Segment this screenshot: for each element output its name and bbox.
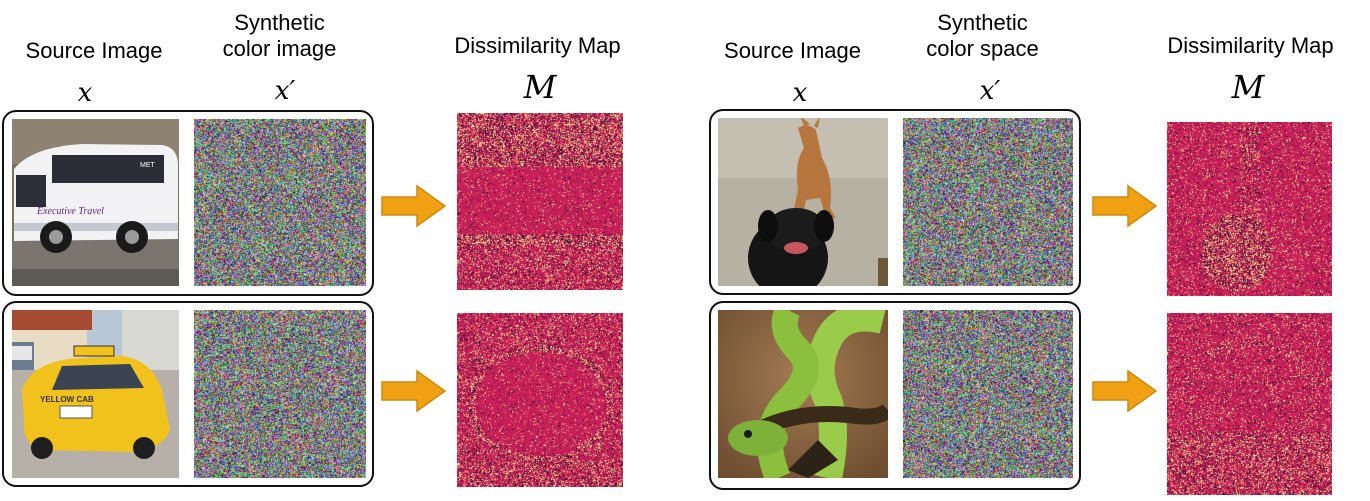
right-source-symbol: x <box>792 78 808 108</box>
right-synthetic-header: Synthetic color space <box>926 10 1039 61</box>
taxi-photo: YELLOW CAB <box>12 310 179 478</box>
left-source-symbol: x <box>77 78 93 108</box>
left-row2-dissimilarity-map <box>457 313 623 487</box>
svg-text:YELLOW CAB: YELLOW CAB <box>40 395 94 404</box>
svg-text:MET: MET <box>140 162 156 169</box>
right-dissimilarity-symbol: M <box>1231 68 1265 106</box>
right-row1-dissimilarity-map <box>1167 122 1332 296</box>
left-dissimilarity-header: Dissimilarity Map <box>454 33 621 58</box>
dogs-photo <box>718 118 888 286</box>
bus-photo: Executive Travel MET <box>12 119 179 286</box>
left-source-header: Source Image <box>25 38 163 63</box>
right-arrow-icon <box>1092 369 1158 413</box>
right-source-header: Source Image <box>724 38 861 63</box>
left-synthetic-symbol: x′ <box>274 76 296 106</box>
right-row2-dissimilarity-map <box>1167 313 1332 495</box>
left-row1-synthetic-noise <box>194 119 366 286</box>
right-arrow-icon <box>1092 184 1158 228</box>
left-row2-synthetic-noise <box>194 310 366 478</box>
left-dissimilarity-symbol: M <box>523 68 557 106</box>
svg-text:Executive Travel: Executive Travel <box>36 206 104 217</box>
right-row1-box <box>709 109 1081 295</box>
right-row2-synthetic-noise <box>903 310 1073 478</box>
right-arrow-icon <box>381 184 447 228</box>
snake-photo <box>718 310 888 478</box>
left-row2-box <box>2 301 374 487</box>
left-row1-box <box>2 110 374 296</box>
left-synthetic-header: Synthetic color image <box>222 10 337 61</box>
right-row2-box <box>709 301 1081 490</box>
right-row1-synthetic-noise <box>903 118 1073 286</box>
right-synthetic-symbol: x′ <box>979 76 1001 106</box>
right-dissimilarity-header: Dissimilarity Map <box>1167 33 1334 58</box>
right-arrow-icon <box>381 369 447 413</box>
left-row1-dissimilarity-map <box>457 113 623 290</box>
